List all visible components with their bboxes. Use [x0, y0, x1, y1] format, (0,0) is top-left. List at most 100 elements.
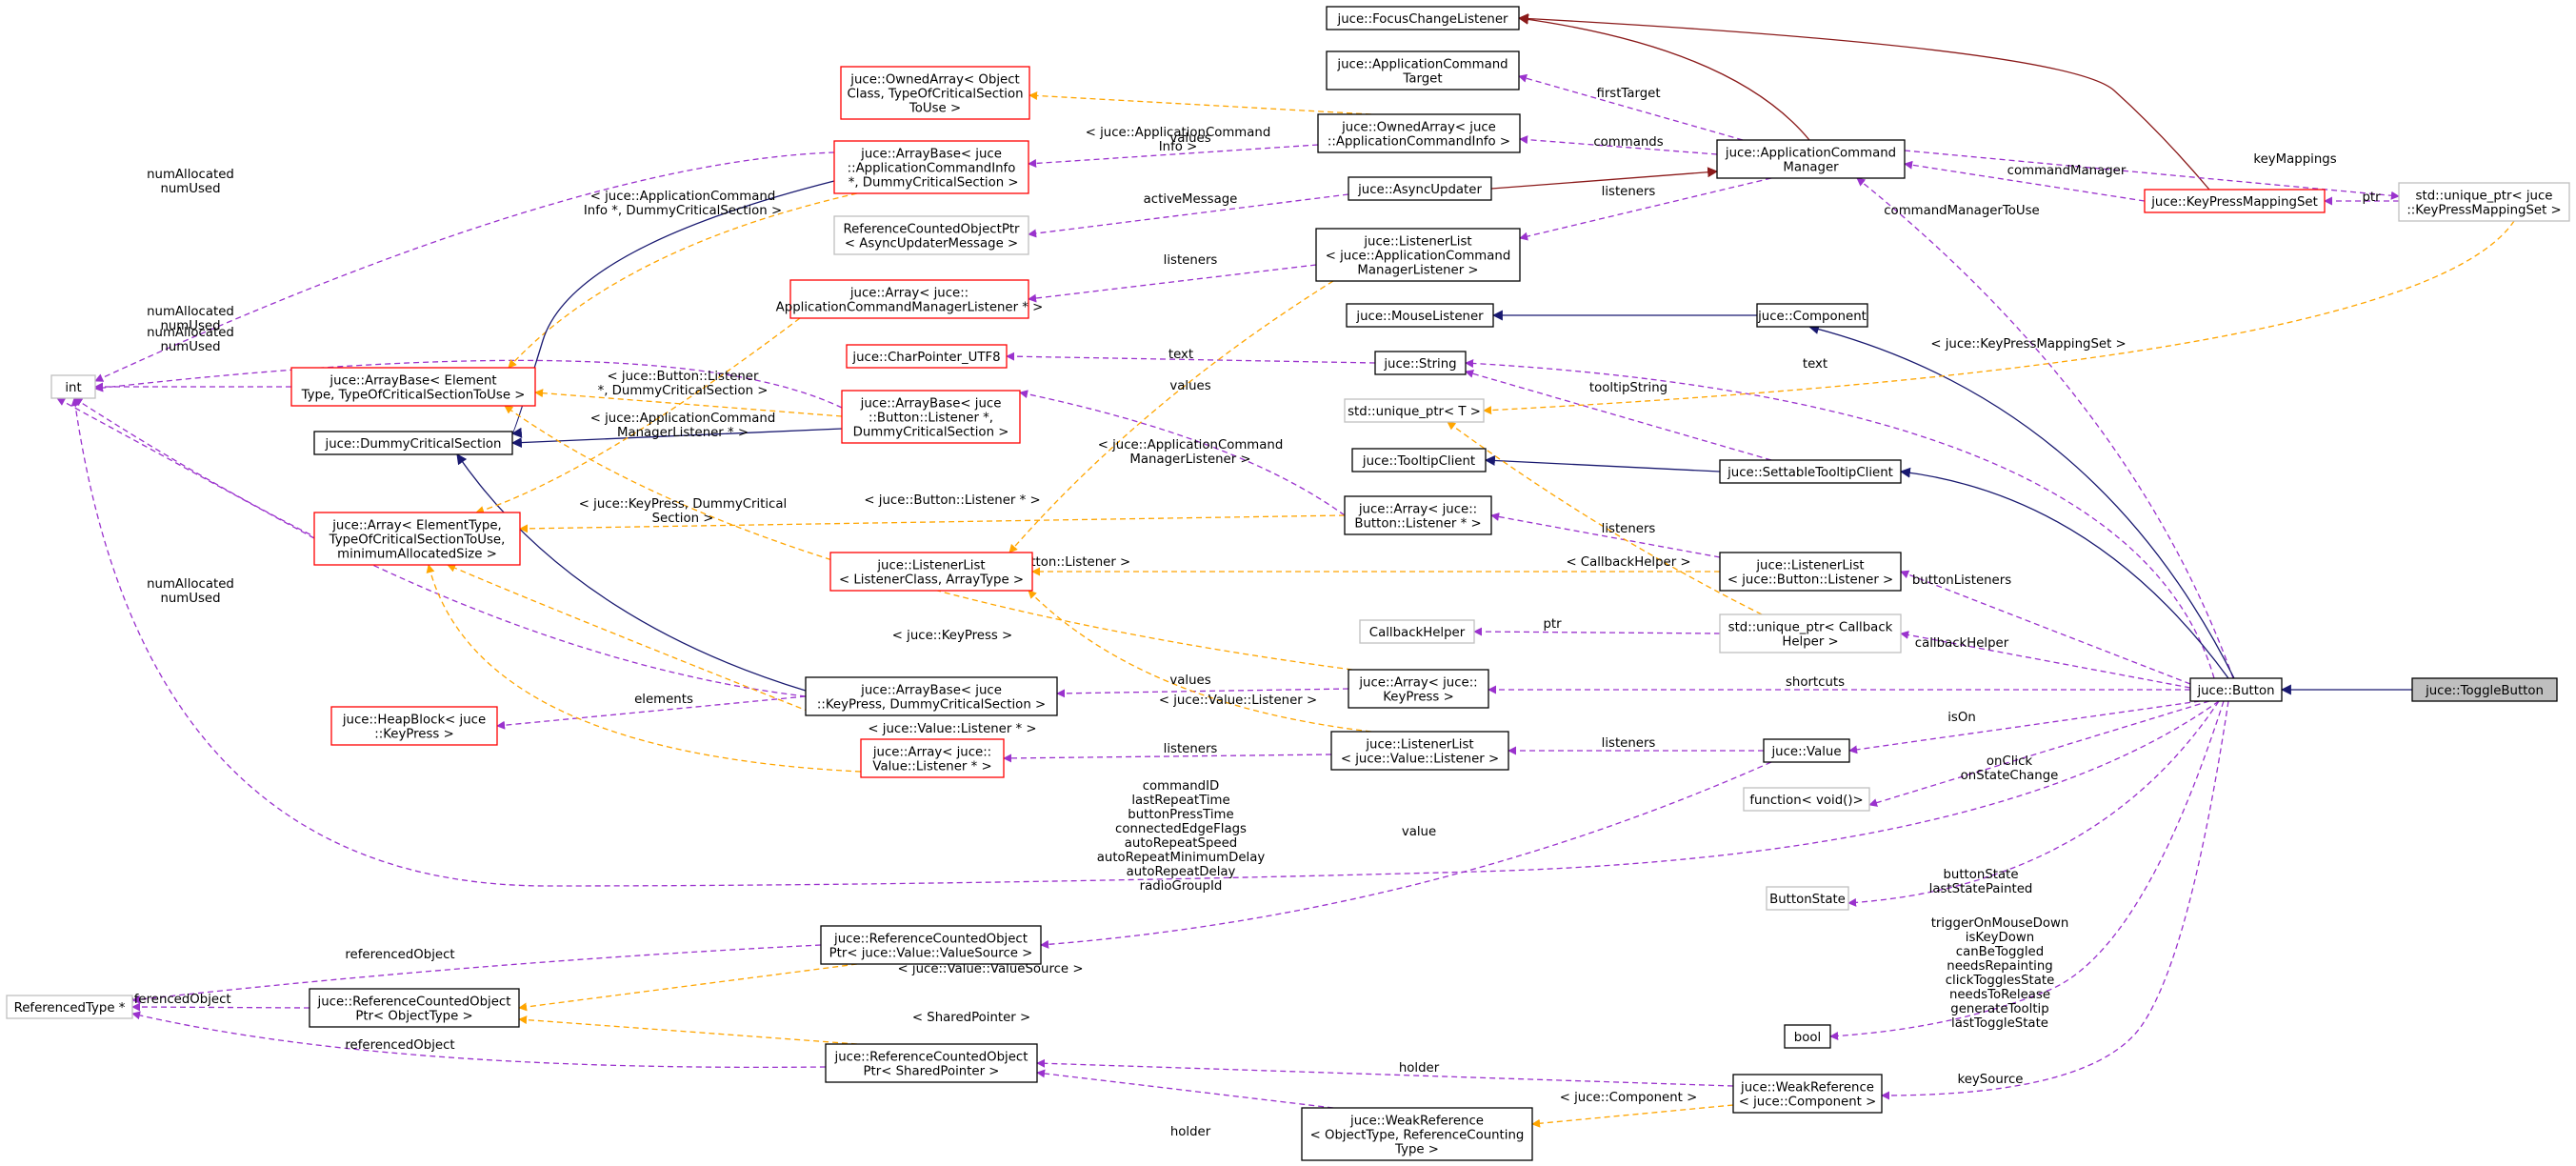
edge-label-line: values [1169, 379, 1210, 393]
class-node-label-line: < juce::ApplicationCommand [1326, 250, 1511, 264]
edge-n33-to-n27 [1900, 570, 2191, 685]
class-node-n6[interactable]: juce::ArrayBase< juce::ApplicationComman… [833, 140, 1029, 194]
edge-label-l39: < juce::Value::Listener * > [868, 722, 1036, 736]
class-node-n31[interactable]: juce::ArrayBase< juce::KeyPress, DummyCr… [805, 676, 1058, 716]
edge-n23-to-n22 [1484, 454, 1721, 472]
edge-label-l29: buttonListeners [1912, 573, 2011, 588]
class-node-n26[interactable]: juce::ListenerList< ListenerClass, Array… [829, 552, 1033, 592]
class-node-n22[interactable]: juce::TooltipClient [1351, 448, 1487, 472]
class-node-n37[interactable]: juce::Value [1763, 738, 1850, 763]
class-node-label-line: juce::WeakReference [1349, 1115, 1484, 1129]
edge-label-line: text [1803, 357, 1827, 372]
class-node-label-line: Type, TypeOfCriticalSectionToUse > [301, 389, 526, 403]
class-node-label: juce::OwnedArray< juce::ApplicationComma… [1328, 121, 1510, 150]
class-node-n9: std::unique_ptr< juce::KeyPressMappingSe… [2398, 182, 2570, 222]
class-node-n7[interactable]: juce::AsyncUpdater [1348, 176, 1492, 201]
class-node-label-line: function< void()> [1749, 794, 1863, 808]
class-node-n35[interactable]: juce::Array< juce::Value::Listener * > [860, 738, 1005, 778]
class-node-n27[interactable]: juce::ListenerList< juce::Button::Listen… [1719, 552, 1902, 592]
class-node-label-line: juce::CharPointer_UTF8 [851, 351, 1000, 365]
class-node-n25[interactable]: juce::Array< juce::Button::Listener * > [1344, 495, 1492, 535]
class-node-n34[interactable]: juce::ToggleButton [2411, 677, 2558, 702]
edge-label-line: shortcuts [1786, 675, 1845, 690]
class-node-box [290, 367, 536, 407]
class-node-label-line: ::Button::Listener *, [869, 412, 993, 426]
class-node-label: juce::DummyCriticalSection [325, 437, 502, 452]
class-node-n11[interactable]: juce::ListenerList< juce::ApplicationCom… [1315, 228, 1521, 282]
edge-n29-to-n21 [1447, 421, 1763, 615]
class-node-box [833, 215, 1029, 255]
class-node-n33[interactable]: juce::Button [2189, 677, 2283, 702]
class-node-n8[interactable]: juce::KeyPressMappingSet [2144, 189, 2326, 213]
class-node-label: juce::Button [2196, 684, 2274, 698]
class-node-box [1719, 459, 1902, 484]
class-node-box [2144, 189, 2326, 213]
class-node-n19[interactable]: juce::ArrayBase< juce::Button::Listener … [841, 390, 1021, 444]
edge-n31-to-n24 [447, 564, 820, 716]
class-node-label-line: juce::Array< ElementType, [331, 519, 502, 533]
edge-n5-to-n4 [1519, 135, 1718, 155]
class-node-n32[interactable]: juce::Array< juce::KeyPress > [1348, 669, 1489, 709]
class-node-box [313, 512, 521, 566]
class-node-label-line: KeyPress > [1383, 691, 1453, 705]
edge-label-l46: referencedObject [345, 948, 454, 962]
class-node-label-line: juce::ArrayBase< juce [860, 684, 1002, 698]
edge-label-l47: < juce::Value::ValueSource > [898, 962, 1084, 976]
class-node-label-line: juce::Array< juce:: [872, 746, 991, 760]
class-node-label: ButtonState [1769, 893, 1846, 907]
edge-label-line: connectedEdgeFlags [1115, 822, 1247, 836]
edge-label-line: listeners [1602, 185, 1656, 199]
class-node-n1[interactable]: juce::FocusChangeListener [1326, 6, 1520, 30]
class-node-box [1743, 787, 1870, 812]
class-node-n46[interactable]: juce::WeakReference< ObjectType, Referen… [1301, 1107, 1533, 1161]
edge-n42-to-n41 [131, 1002, 310, 1012]
edge-label-line: < juce::KeyPress > [892, 629, 1012, 643]
edge-label-l18: text [1803, 357, 1827, 372]
class-node-box [1359, 619, 1475, 644]
class-node-label-line: ::ApplicationCommandInfo > [1328, 135, 1510, 150]
edge-label-l20: values [1169, 379, 1210, 393]
edge-label-l28: < CallbackHelper > [1566, 555, 1690, 570]
class-node-n12[interactable]: juce::Array< juce::ApplicationCommandMan… [776, 279, 1044, 319]
class-node-n43[interactable]: bool [1784, 1024, 1831, 1049]
class-node-label: juce::ArrayBase< juce::Button::Listener … [853, 397, 1009, 440]
class-node-label: ReferenceCountedObjectPtr< AsyncUpdaterM… [843, 223, 1020, 251]
edge-n29-to-n28 [1473, 627, 1721, 636]
edge-n37-to-n40 [1040, 761, 1772, 949]
class-node-n30[interactable]: juce::HeapBlock< juce::KeyPress > [330, 706, 498, 746]
class-node-n17[interactable]: juce::CharPointer_UTF8 [846, 344, 1008, 369]
edge-n5-to-n11 [1519, 177, 1772, 241]
class-node-n18[interactable]: juce::String [1374, 351, 1467, 375]
edge-label-l35: shortcuts [1786, 675, 1845, 690]
class-node-n21: std::unique_ptr< T > [1344, 398, 1485, 423]
class-node-n20[interactable]: juce::DummyCriticalSection [313, 431, 513, 455]
class-node-n23[interactable]: juce::SettableTooltipClient [1719, 459, 1902, 484]
edge-label-line: onStateChange [1961, 769, 2059, 783]
class-node-n14[interactable]: juce::Component [1756, 303, 1868, 328]
class-node-label: juce::ListenerList< juce::ApplicationCom… [1326, 235, 1511, 278]
class-node-label-line: juce::Component [1757, 310, 1867, 324]
class-node-n4[interactable]: juce::OwnedArray< juce::ApplicationComma… [1317, 113, 1521, 153]
class-node-n24[interactable]: juce::Array< ElementType,TypeOfCriticalS… [313, 512, 521, 566]
class-node-label-line: Type > [1394, 1143, 1439, 1157]
class-node-n45[interactable]: juce::WeakReference< juce::Component > [1732, 1074, 1883, 1114]
class-node-label-line: juce::ApplicationCommand [1725, 147, 1896, 161]
edge-n31-to-n20 [456, 453, 807, 692]
edge-label-line: values [1169, 673, 1210, 688]
class-node-n36[interactable]: juce::ListenerList< juce::Value::Listene… [1330, 731, 1509, 771]
class-node-n13[interactable]: juce::MouseListener [1346, 303, 1494, 328]
edge-label-line: Info > [1159, 140, 1198, 154]
edge-label-line: firstTarget [1596, 87, 1660, 101]
edge-label-l32: callbackHelper [1915, 636, 2009, 651]
edge-label-line: numAllocated [147, 305, 234, 319]
